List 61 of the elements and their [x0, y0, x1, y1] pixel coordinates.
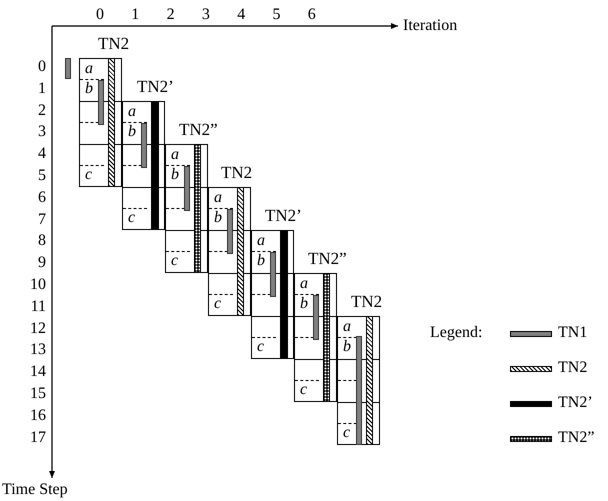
axis-tick-label: 15	[30, 385, 46, 403]
sub-step-label: a	[171, 146, 179, 164]
axis-tick-label: 1	[131, 6, 140, 24]
axis-tick-label: 14	[30, 363, 46, 382]
block-heading: TN2’	[265, 207, 302, 225]
axis-tick-label: 3	[202, 6, 210, 24]
axis-tick-label: 13	[30, 341, 46, 360]
axis-tick-label: 17	[30, 428, 46, 447]
sub-step-label: c	[257, 338, 264, 356]
sub-step-label: a	[214, 189, 222, 207]
sub-step-label: b	[257, 252, 265, 270]
legend-label: TN1	[558, 324, 588, 342]
axis-tick-label: 2	[166, 6, 175, 24]
axis-tick-label: 6	[308, 6, 316, 24]
sub-step-label: c	[300, 381, 308, 399]
axis-tick-label: 1	[38, 80, 46, 98]
sub-step-label: c	[171, 252, 178, 270]
axis-tick-label: 12	[30, 320, 46, 338]
axis-tick-label: 7	[38, 210, 46, 229]
block-heading: TN2	[98, 35, 130, 53]
legend-label: TN2’	[558, 394, 593, 412]
sub-step-label: b	[343, 338, 351, 356]
bar	[65, 58, 71, 79]
sub-step-label: c	[343, 424, 350, 442]
legend-title: Legend:	[430, 324, 482, 342]
axis-tick-label: 5	[38, 167, 46, 185]
block-heading: TN2	[351, 293, 382, 311]
sub-step-label: b	[128, 123, 136, 141]
block-heading: TN2”	[308, 250, 347, 268]
axis-tick-label: 4	[38, 145, 46, 164]
block-heading: TN2”	[179, 121, 218, 139]
sub-step-label: c	[128, 209, 136, 227]
sub-step-label: c	[214, 295, 222, 313]
sub-step-label: b	[214, 209, 222, 227]
sub-step-label: a	[85, 60, 93, 78]
axis-tick-label: 16	[30, 406, 46, 425]
sub-step-label: a	[257, 232, 265, 250]
legend-label: TN2	[558, 359, 588, 377]
sub-step-label: b	[85, 80, 93, 98]
sub-step-label: b	[171, 166, 179, 184]
sub-step-label: b	[300, 295, 308, 313]
sub-step-label: a	[128, 103, 136, 121]
axis-tick-label: 3	[38, 123, 46, 142]
axis-tick-label: 8	[38, 232, 46, 250]
axis-tick-label: 6	[38, 188, 46, 207]
sub-step-label: a	[343, 318, 351, 336]
block-heading: TN2	[221, 164, 252, 182]
axis-title: Time Step	[2, 481, 68, 499]
axis-tick-label: 5	[272, 6, 280, 24]
axis-tick-label: 11	[30, 298, 46, 316]
axis-tick-label: 9	[38, 254, 46, 272]
axis-tick-label: 2	[38, 102, 46, 120]
axis-title: Iteration	[403, 17, 458, 35]
sub-step-label: c	[85, 166, 92, 184]
sub-step-label: a	[300, 275, 308, 293]
axis-tick-label: 4	[237, 6, 246, 24]
axis-tick-label: 0	[96, 6, 104, 24]
block-heading: TN2’	[137, 78, 174, 96]
legend-label: TN2”	[558, 429, 594, 447]
axis-tick-label: 10	[30, 276, 46, 294]
axis-tick-label: 0	[38, 58, 46, 76]
